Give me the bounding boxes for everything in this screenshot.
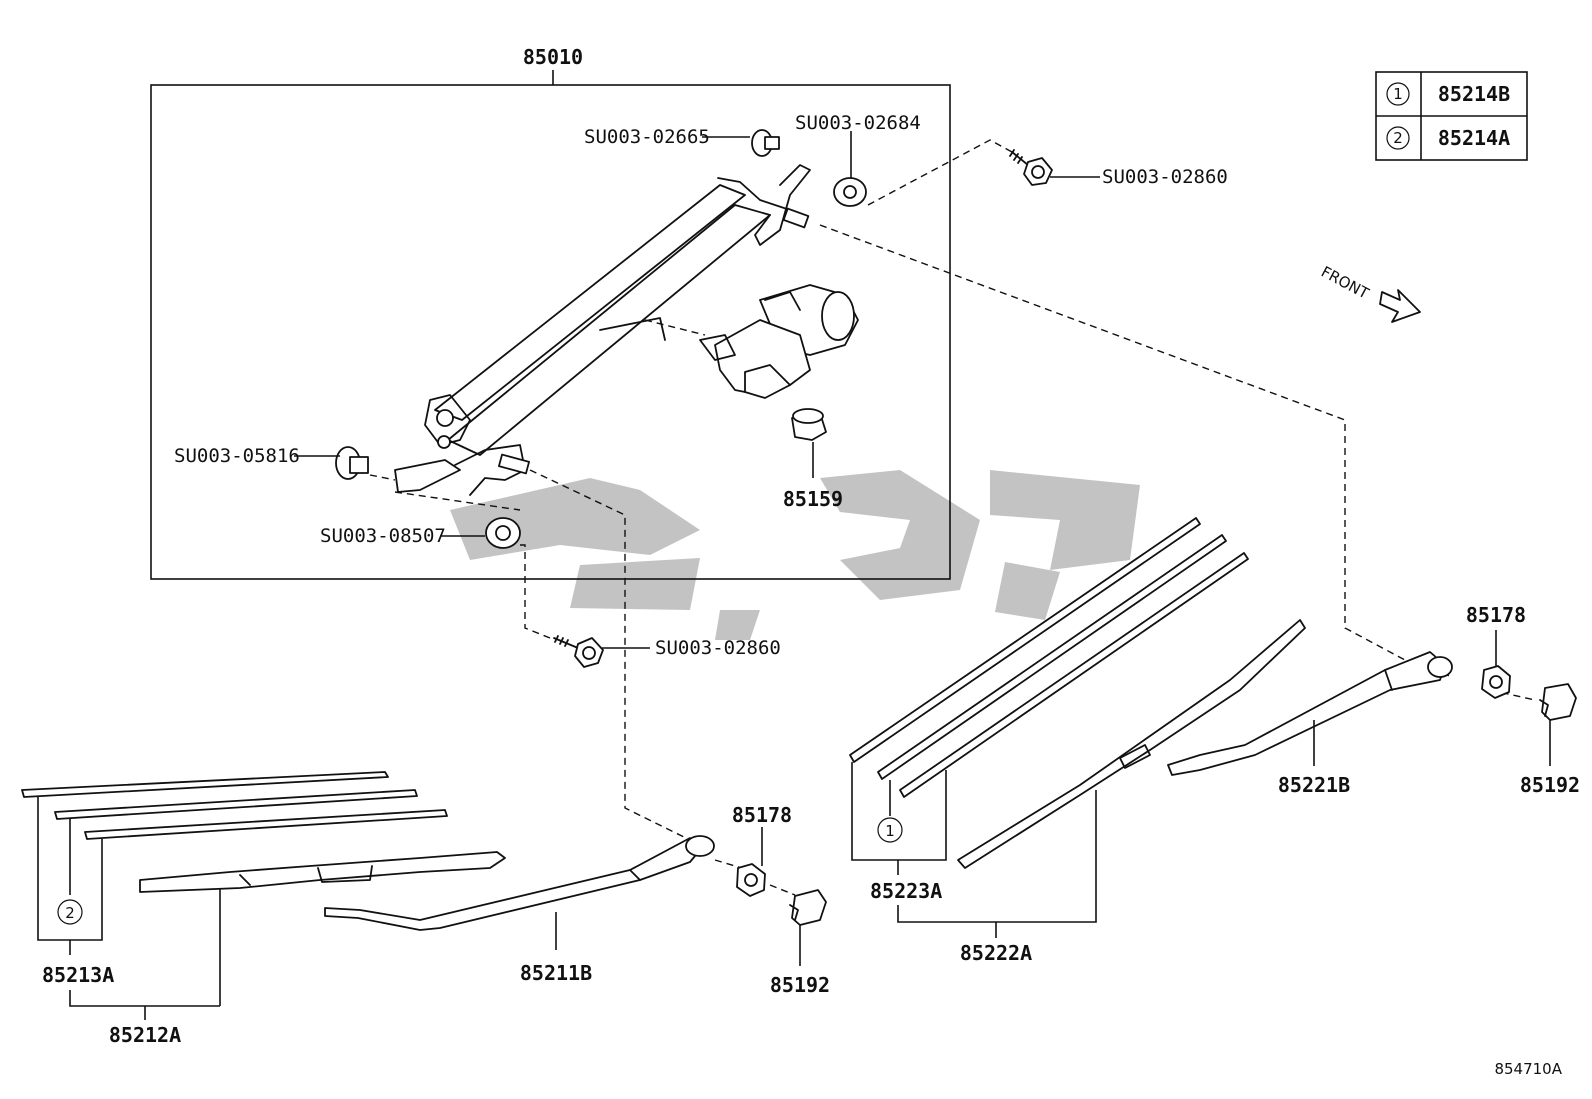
label-su003-05816: SU003-05816 [174, 445, 300, 467]
left-refill-callout-circle [57, 899, 83, 925]
assembly-number: 85010 [523, 45, 583, 69]
left-wiper-arm [324, 835, 715, 931]
legend-table: 1 85214B 2 85214A [1375, 71, 1528, 161]
label-85159: 85159 [783, 487, 843, 511]
right-wiper-arm [1167, 651, 1453, 776]
right-nut-85178 [1481, 665, 1511, 699]
grommet-02684-shape [833, 177, 867, 207]
right-blade [957, 619, 1306, 869]
drawing-number: 854710A [1494, 1060, 1562, 1078]
label-85192-right: 85192 [1520, 773, 1580, 797]
left-cap-85192 [789, 889, 827, 926]
right-cap-85192 [1539, 683, 1577, 721]
label-85192-left: 85192 [770, 973, 830, 997]
label-85213A: 85213A [42, 963, 114, 987]
right-refill-bracket: 1 [851, 762, 947, 875]
grommet-08507-shape [485, 517, 521, 549]
legend-symbol-2: 2 [1393, 129, 1403, 147]
bolt-mid-shape [553, 635, 604, 668]
label-85178-left: 85178 [732, 803, 792, 827]
wiper-motor [699, 284, 859, 399]
front-arrow: FRONT [1318, 263, 1421, 323]
dashed-leaders [369, 139, 1536, 896]
left-refill-strips [21, 771, 448, 840]
bolt-top-shape [1009, 149, 1053, 186]
right-refill-strips [849, 517, 1249, 798]
label-85222A: 85222A [960, 941, 1032, 965]
label-su003-02665: SU003-02665 [584, 126, 710, 148]
front-label: FRONT [1318, 263, 1372, 303]
right-refill-callout-circle [877, 817, 903, 843]
left-refill-callout: 2 [65, 904, 75, 922]
label-85223A: 85223A [870, 879, 942, 903]
label-su003-02684: SU003-02684 [795, 112, 921, 134]
legend-part-1: 85214B [1438, 82, 1510, 106]
fastener-05816-shape [335, 446, 369, 480]
label-85221B: 85221B [1278, 773, 1350, 797]
right-refill-callout: 1 [885, 822, 895, 840]
legend-circle-1 [1386, 82, 1410, 106]
grommet-85159-shape [791, 408, 827, 441]
label-su003-02860-mid: SU003-02860 [655, 637, 781, 659]
legend-circle-2 [1386, 126, 1410, 150]
wiper-link-rods [394, 164, 811, 496]
fastener-02665-shape [751, 129, 780, 157]
label-85211B: 85211B [520, 961, 592, 985]
left-nut-85178 [736, 863, 766, 897]
label-85212A: 85212A [109, 1023, 181, 1047]
label-su003-02860-top: SU003-02860 [1102, 166, 1228, 188]
assembly-box: 85010 [150, 45, 951, 580]
left-blade [139, 851, 506, 893]
legend-part-2: 85214A [1438, 126, 1510, 150]
label-85178-right: 85178 [1466, 603, 1526, 627]
legend-symbol-1: 1 [1393, 85, 1403, 103]
label-su003-08507: SU003-08507 [320, 525, 446, 547]
left-refill-bracket: 2 [37, 797, 103, 955]
